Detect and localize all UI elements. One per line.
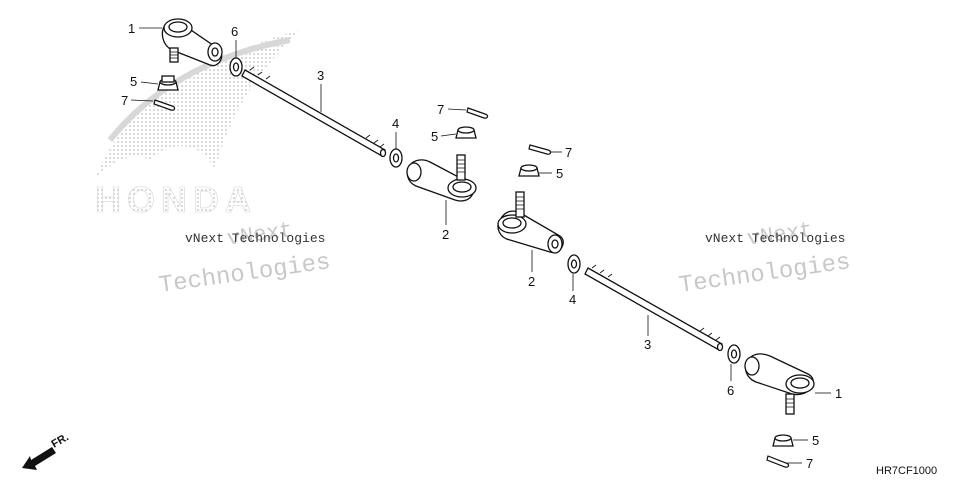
callout-5-left-upper: 5: [431, 129, 438, 144]
right-tie-rod-end-outer-1: [744, 353, 815, 415]
callout-6-left: 6: [231, 24, 238, 39]
right-nut-6: [727, 344, 741, 364]
left-cotter-pin-7-upper: [466, 107, 489, 119]
callout-4-right: 4: [569, 292, 576, 307]
callout-7-left: 7: [121, 93, 128, 108]
right-nut-4: [567, 254, 581, 274]
callout-3-left: 3: [317, 68, 324, 83]
callout-5-right-upper: 5: [556, 166, 563, 181]
left-tie-rod-end-outer: [161, 18, 223, 67]
right-cotter-pin-7-lower: [766, 455, 790, 468]
left-tie-rod-end-inner-2: [406, 154, 477, 202]
callout-3-right: 3: [644, 337, 651, 352]
left-cotter-pin-7: [153, 99, 176, 111]
callout-5-right-lower: 5: [812, 433, 819, 448]
callout-1-right: 1: [835, 386, 842, 401]
front-label: FR.: [50, 431, 71, 450]
callout-2-left: 2: [442, 227, 449, 242]
callout-1-left: 1: [128, 21, 135, 36]
callout-labels: 1 6 3 5 7 4 2 7 5 7 5 2 4 3 6 1 5 7: [121, 21, 842, 471]
callout-7-left-upper: 7: [437, 102, 444, 117]
right-castle-nut-5-lower: [772, 434, 794, 447]
diagram-code: HR7CF1000: [876, 465, 937, 477]
callout-5-left: 5: [130, 74, 137, 89]
left-watermark-line: vNext Technologies: [185, 231, 325, 246]
right-tie-rod-end-inner-2: [497, 191, 564, 254]
leader-lines: [130, 27, 831, 464]
left-watermark: vNext Technologies vNext Technologies: [157, 218, 332, 300]
left-watermark-big-2: Technologies: [157, 249, 332, 300]
right-tie-rod-3: [584, 264, 724, 352]
left-nut-6: [229, 57, 243, 77]
right-watermark: vNext Technologies vNext Technologies: [677, 218, 852, 300]
left-nut-4: [389, 148, 403, 168]
left-castle-nut-5-upper: [455, 126, 477, 139]
left-tie-rod-3: [241, 66, 387, 158]
front-direction-arrow: FR.: [22, 431, 71, 470]
callout-7-right-upper: 7: [565, 145, 572, 160]
right-watermark-line: vNext Technologies: [705, 231, 845, 246]
right-cotter-pin-7-upper: [528, 144, 552, 155]
left-castle-nut-5: [157, 75, 179, 91]
honda-wing-watermark: HONDA: [95, 30, 300, 220]
right-castle-nut-5-upper: [518, 164, 540, 177]
right-watermark-big-2: Technologies: [677, 249, 852, 300]
callout-6-right: 6: [727, 383, 734, 398]
honda-watermark-text: HONDA: [95, 179, 257, 220]
callout-4-left: 4: [392, 116, 399, 131]
callout-7-right-lower: 7: [806, 456, 813, 471]
callout-2-right: 2: [528, 274, 535, 289]
